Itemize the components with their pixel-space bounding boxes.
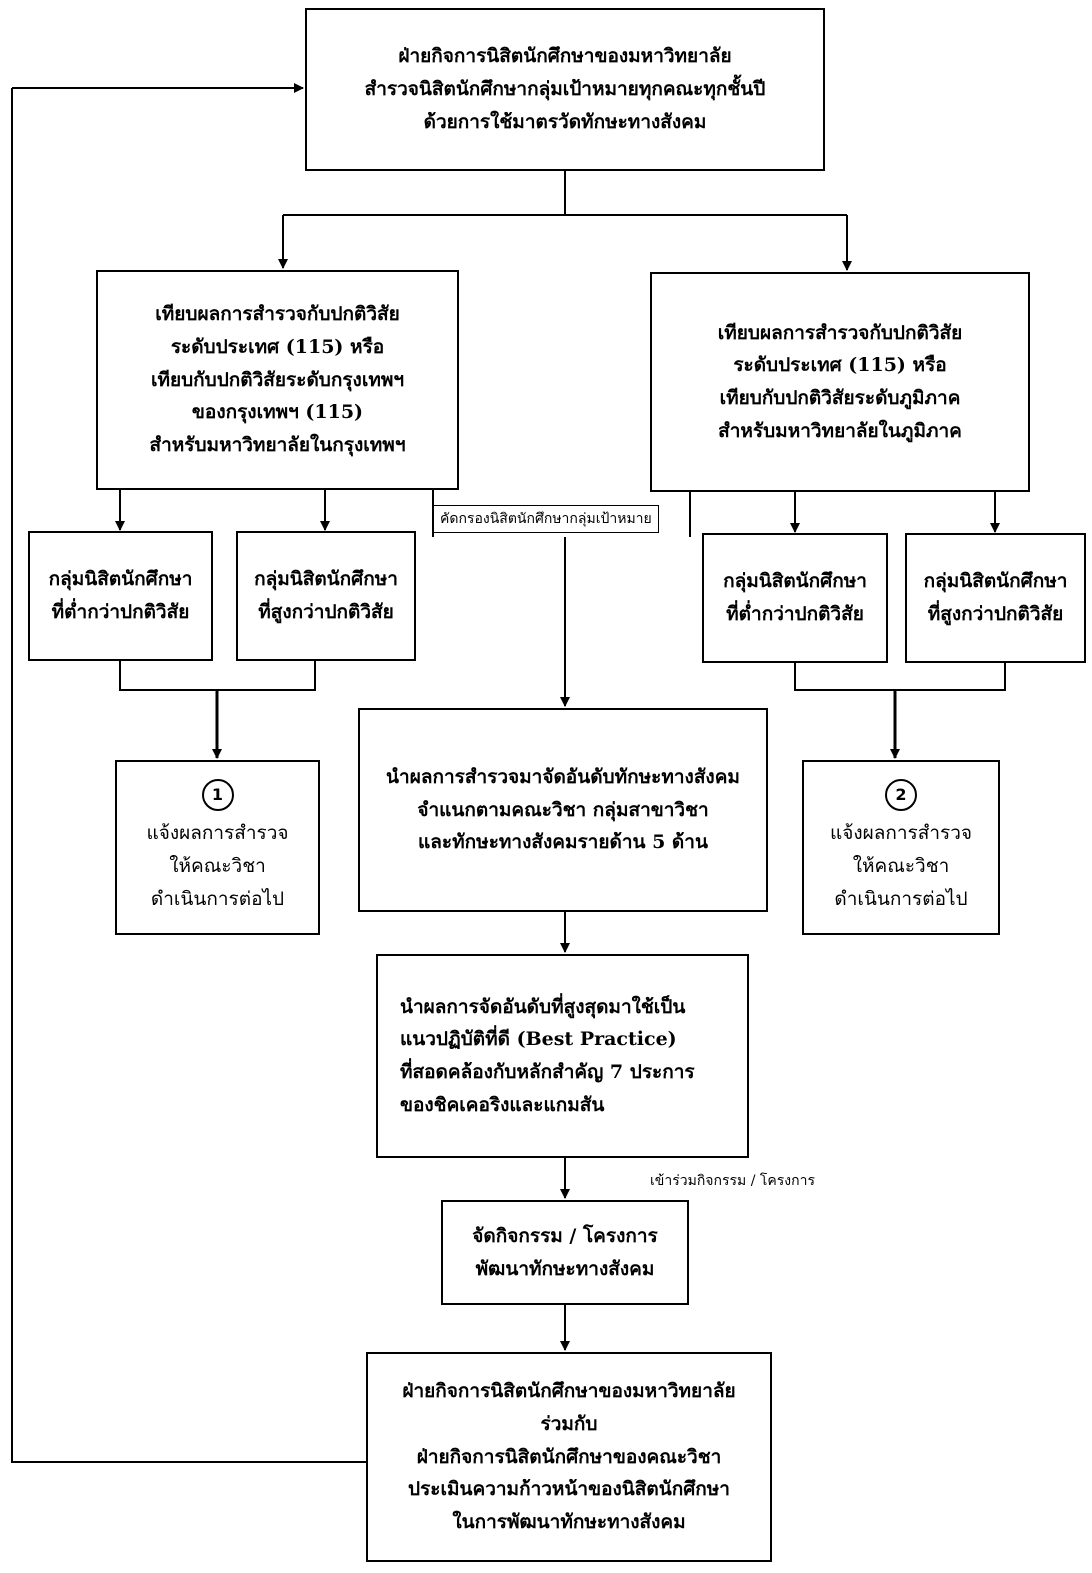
left-compare-line-5: สำหรับมหาวิทยาลัยในกรุงเทพฯ — [149, 434, 406, 456]
ranking-line-2: จำแนกตามคณะวิชา กลุ่มสาขาวิชา — [417, 798, 709, 821]
group-low-right-line-2: ที่ต่ำกว่าปกติวิสัย — [726, 603, 864, 625]
activity-box: จัดกิจกรรม / โครงการ พัฒนาทักษะทางสังคม — [441, 1200, 689, 1305]
best-practice-line-1: นำผลการจัดอันดับที่สูงสุดมาใช้เป็น — [400, 995, 686, 1018]
best-practice-box: นำผลการจัดอันดับที่สูงสุดมาใช้เป็น แนวปฏ… — [376, 954, 749, 1158]
evaluate-line-4: ประเมินความก้าวหน้าของนิสิตนักศึกษา — [408, 1478, 730, 1501]
group-high-left-box: กลุ่มนิสิตนักศึกษา ที่สูงกว่าปกติวิสัย — [236, 531, 416, 661]
right-compare-box: เทียบผลการสำรวจกับปกติวิสัย ระดับประเทศ … — [650, 272, 1030, 492]
ranking-line-1: นำผลการสำรวจมาจัดอันดับทักษะทางสังคม — [386, 765, 740, 788]
group-high-right-line-2: ที่สูงกว่าปกติวิสัย — [927, 603, 1064, 625]
left-compare-box: เทียบผลการสำรวจกับปกติวิสัย ระดับประเทศ … — [96, 270, 459, 490]
notify-right-line-3: ดำเนินการต่อไป — [834, 887, 968, 910]
right-compare-line-4: สำหรับมหาวิทยาลัยในภูมิภาค — [718, 419, 962, 442]
left-compare-line-1: เทียบผลการสำรวจกับปกติวิสัย — [155, 303, 400, 326]
evaluate-line-2: ร่วมกับ — [540, 1412, 598, 1435]
step-number-1: 1 — [201, 779, 234, 812]
ranking-line-3: และทักษะทางสังคมรายด้าน 5 ด้าน — [418, 831, 708, 854]
evaluate-line-3: ฝ่ายกิจการนิสิตนักศึกษาของคณะวิชา — [416, 1445, 722, 1468]
right-compare-line-1: เทียบผลการสำรวจกับปกติวิสัย — [717, 321, 963, 344]
connector-left-merge — [119, 660, 316, 691]
survey-line-2: สำรวจนิสิตนักศึกษากลุ่มเป้าหมายทุกคณะทุก… — [364, 78, 766, 101]
ranking-box: นำผลการสำรวจมาจัดอันดับทักษะทางสังคม จำแ… — [358, 708, 768, 912]
group-low-left-line-2: ที่ต่ำกว่าปกติวิสัย — [51, 601, 190, 623]
step-number-2: 2 — [885, 779, 917, 812]
notify-right-line-2: ให้คณะวิชา — [852, 855, 950, 878]
left-compare-line-3: เทียบกับปกติวิสัยระดับกรุงเทพฯ — [150, 368, 405, 391]
connector-right-merge — [794, 662, 1006, 691]
notify-right-line-1: แจ้งผลการสำรวจ — [829, 822, 973, 845]
right-compare-line-3: เทียบกับปกติวิสัยระดับภูมิภาค — [719, 387, 961, 409]
survey-line-3: ด้วยการใช้มาตรวัดทักษะทางสังคม — [423, 110, 707, 133]
notify-left-box: 1 แจ้งผลการสำรวจ ให้คณะวิชา ดำเนินการต่อ… — [115, 760, 320, 935]
best-practice-line-2: แนวปฏิบัติที่ดี (Best Practice) — [400, 1028, 677, 1051]
group-low-right-box: กลุ่มนิสิตนักศึกษา ที่ต่ำกว่าปกติวิสัย — [702, 533, 888, 663]
best-practice-line-4: ของชิคเคอริงและแกมสัน — [400, 1093, 605, 1116]
activity-line-2: พัฒนาทักษะทางสังคม — [475, 1257, 655, 1280]
notify-left-line-3: ดำเนินการต่อไป — [150, 887, 285, 910]
group-low-left-box: กลุ่มนิสิตนักศึกษา ที่ต่ำกว่าปกติวิสัย — [28, 531, 213, 661]
group-low-right-line-1: กลุ่มนิสิตนักศึกษา — [723, 570, 867, 593]
best-practice-line-3: ที่สอดคล้องกับหลักสำคัญ 7 ประการ — [400, 1061, 695, 1083]
left-compare-line-4: ของกรุงเทพฯ (115) — [191, 401, 364, 424]
survey-line-1: ฝ่ายกิจการนิสิตนักศึกษาของมหาวิทยาลัย — [398, 45, 732, 68]
group-high-left-line-2: ที่สูงกว่าปกติวิสัย — [258, 601, 394, 623]
left-compare-line-2: ระดับประเทศ (115) หรือ — [170, 335, 385, 358]
notify-right-box: 2 แจ้งผลการสำรวจ ให้คณะวิชา ดำเนินการต่อ… — [802, 760, 1000, 935]
group-high-left-line-1: กลุ่มนิสิตนักศึกษา — [254, 568, 398, 591]
notify-left-line-2: ให้คณะวิชา — [169, 855, 266, 878]
screening-label: คัดกรองนิสิตนักศึกษากลุ่มเป้าหมาย — [433, 505, 659, 533]
group-high-right-box: กลุ่มนิสิตนักศึกษา ที่สูงกว่าปกติวิสัย — [905, 533, 1086, 663]
join-activity-label: เข้าร่วมกิจกรรม / โครงการ — [646, 1170, 819, 1192]
connector-feedback-loop — [11, 88, 366, 1463]
activity-line-1: จัดกิจกรรม / โครงการ — [472, 1224, 658, 1247]
evaluate-line-1: ฝ่ายกิจการนิสิตนักศึกษาของมหาวิทยาลัย — [402, 1380, 736, 1403]
group-high-right-line-1: กลุ่มนิสิตนักศึกษา — [923, 570, 1068, 593]
survey-box: ฝ่ายกิจการนิสิตนักศึกษาของมหาวิทยาลัย สำ… — [305, 8, 825, 171]
group-low-left-line-1: กลุ่มนิสิตนักศึกษา — [48, 568, 193, 591]
right-compare-line-2: ระดับประเทศ (115) หรือ — [733, 354, 947, 377]
evaluate-line-5: ในการพัฒนาทักษะทางสังคม — [452, 1511, 686, 1533]
notify-left-line-1: แจ้งผลการสำรวจ — [146, 822, 289, 845]
evaluate-box: ฝ่ายกิจการนิสิตนักศึกษาของมหาวิทยาลัย ร่… — [366, 1352, 772, 1562]
